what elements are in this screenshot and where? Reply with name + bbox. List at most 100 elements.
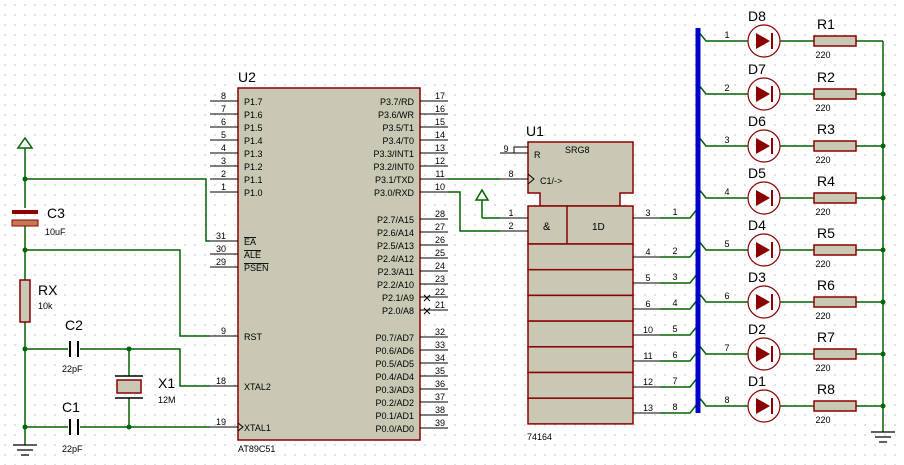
led-ring (747, 389, 781, 423)
power-arrow-icon (16, 136, 34, 149)
bus-label: 8 (724, 395, 729, 405)
u2-pin-name: P0.6/AD6 (375, 346, 414, 356)
bus-entry-wire (660, 402, 699, 414)
reset-bubble-mark (513, 146, 528, 153)
u2-pin-name: XTAL1 (244, 423, 271, 433)
u2-pin-name: P3.7/RD (380, 97, 415, 107)
u2-pin-name: P2.2/A10 (377, 280, 414, 290)
u2-pin-number: 9 (221, 326, 226, 336)
bus-entry-wire (660, 324, 699, 336)
resistor-ref: R7 (817, 329, 835, 345)
u2-pin-number: 15 (435, 117, 445, 127)
u2-pin-name: P2.4/A12 (377, 254, 414, 264)
led-ring (747, 233, 781, 267)
c3-ref: C3 (47, 205, 65, 221)
labels: U2AT89C518P1.77P1.66P1.55P1.44P1.33P1.22… (38, 8, 835, 454)
u1-pin-number: 12 (643, 377, 653, 387)
bus-to-led-wire (697, 239, 748, 251)
u2-pin-number: 13 (435, 143, 445, 153)
resistor-ref: R5 (817, 225, 835, 241)
rxd-to-data (448, 191, 500, 232)
u1-stage-cell (527, 346, 634, 374)
u2-pin-name: P3.3/INT1 (373, 149, 414, 159)
resistor-ref: R2 (817, 69, 835, 85)
u1-clk-label: C1/-> (540, 176, 562, 186)
u2-ref: U2 (238, 69, 256, 85)
u1-pin-number: 1 (508, 208, 513, 218)
u2-pin-number: 11 (435, 169, 444, 179)
u2-pin-name: P1.7 (244, 97, 263, 107)
led-ref: D7 (748, 61, 766, 77)
bus-to-led-wire (697, 135, 748, 147)
bus-label: 4 (724, 187, 729, 197)
resistor-ref: R4 (817, 173, 835, 189)
u1-stage-cell (527, 243, 634, 271)
u2-pin-number: 14 (435, 130, 445, 140)
no-connect-mark (423, 307, 431, 315)
u1-title: SRG8 (565, 145, 590, 155)
u2-pin-number: 26 (435, 235, 445, 245)
bus-entry-wire (660, 272, 699, 284)
bus-label: 7 (672, 376, 677, 386)
u2-pin-name: P3.2/INT0 (373, 162, 414, 172)
u1-pin-number: 2 (508, 221, 513, 231)
u1-input-block (527, 205, 634, 245)
u2-pin-name: P2.3/A11 (378, 267, 414, 277)
bus-entry-wire (660, 246, 699, 258)
bus-label: 5 (724, 239, 729, 249)
u2-pin-name: P3.5/T1 (382, 123, 414, 133)
u2-pin-name: P3.4/T0 (382, 136, 414, 146)
u1-part: 74164 (527, 432, 552, 442)
u1-pin-number: 6 (645, 299, 650, 309)
resistor-value: 220 (815, 103, 830, 113)
u2-pin-number: 36 (435, 379, 445, 389)
u1-stage-cell (527, 371, 634, 399)
bus-label: 5 (672, 324, 677, 334)
c1-ref: C1 (62, 399, 80, 415)
wires (22, 30, 886, 445)
u2-pin-number: 31 (216, 231, 226, 241)
u2-pin-number: 32 (435, 327, 445, 337)
clock-arrow (527, 173, 535, 185)
resistor-ref: R3 (817, 121, 835, 137)
u1-pin-number: 4 (645, 247, 650, 257)
u2-pin-number: 38 (435, 405, 445, 415)
u1-stage-cell (527, 268, 634, 297)
u2-pin-name: P3.6/WR (378, 110, 415, 120)
bus-to-led-wire (697, 291, 748, 303)
bus-label: 8 (672, 402, 677, 412)
bus-entry-wire (660, 376, 699, 388)
bus-to-led-wire (697, 30, 748, 42)
ground-icon (871, 431, 895, 443)
resistor-value: 220 (815, 155, 830, 165)
u2-pin-name: EA (244, 237, 256, 247)
u1-pin-number: 5 (645, 273, 650, 283)
u1-ref: U1 (526, 123, 544, 139)
u2-pin-name: P3.0/RXD (374, 188, 415, 198)
u2-pin-number: 33 (435, 340, 445, 350)
rx-ref: RX (38, 282, 58, 298)
resistor-value: 220 (815, 311, 830, 321)
led-triangle (756, 346, 770, 362)
u2-pin-number: 4 (221, 143, 226, 153)
led-ref: D1 (748, 373, 766, 389)
resistor-body (813, 400, 857, 412)
x1-ref: X1 (158, 375, 175, 391)
u2-pin-number: 22 (435, 287, 445, 297)
bus-label: 2 (672, 246, 677, 256)
no-connect-mark (423, 294, 431, 302)
led-ref: D6 (748, 113, 766, 129)
led-ring (747, 285, 781, 319)
resistor-value: 220 (815, 259, 830, 269)
reset-wire (25, 249, 210, 337)
u2-pin-name: P0.2/AD2 (375, 398, 414, 408)
resistor-value: 220 (815, 415, 830, 425)
c2-to-xtal2 (80, 348, 210, 387)
u2-pin-name: P1.5 (244, 123, 263, 133)
led-ring (747, 181, 781, 215)
u1-stage-cell (527, 397, 634, 425)
led-ref: D8 (748, 8, 766, 24)
u2-body (237, 87, 421, 441)
vcc-to-ea (25, 178, 210, 242)
u1-and-label: & (543, 221, 551, 233)
